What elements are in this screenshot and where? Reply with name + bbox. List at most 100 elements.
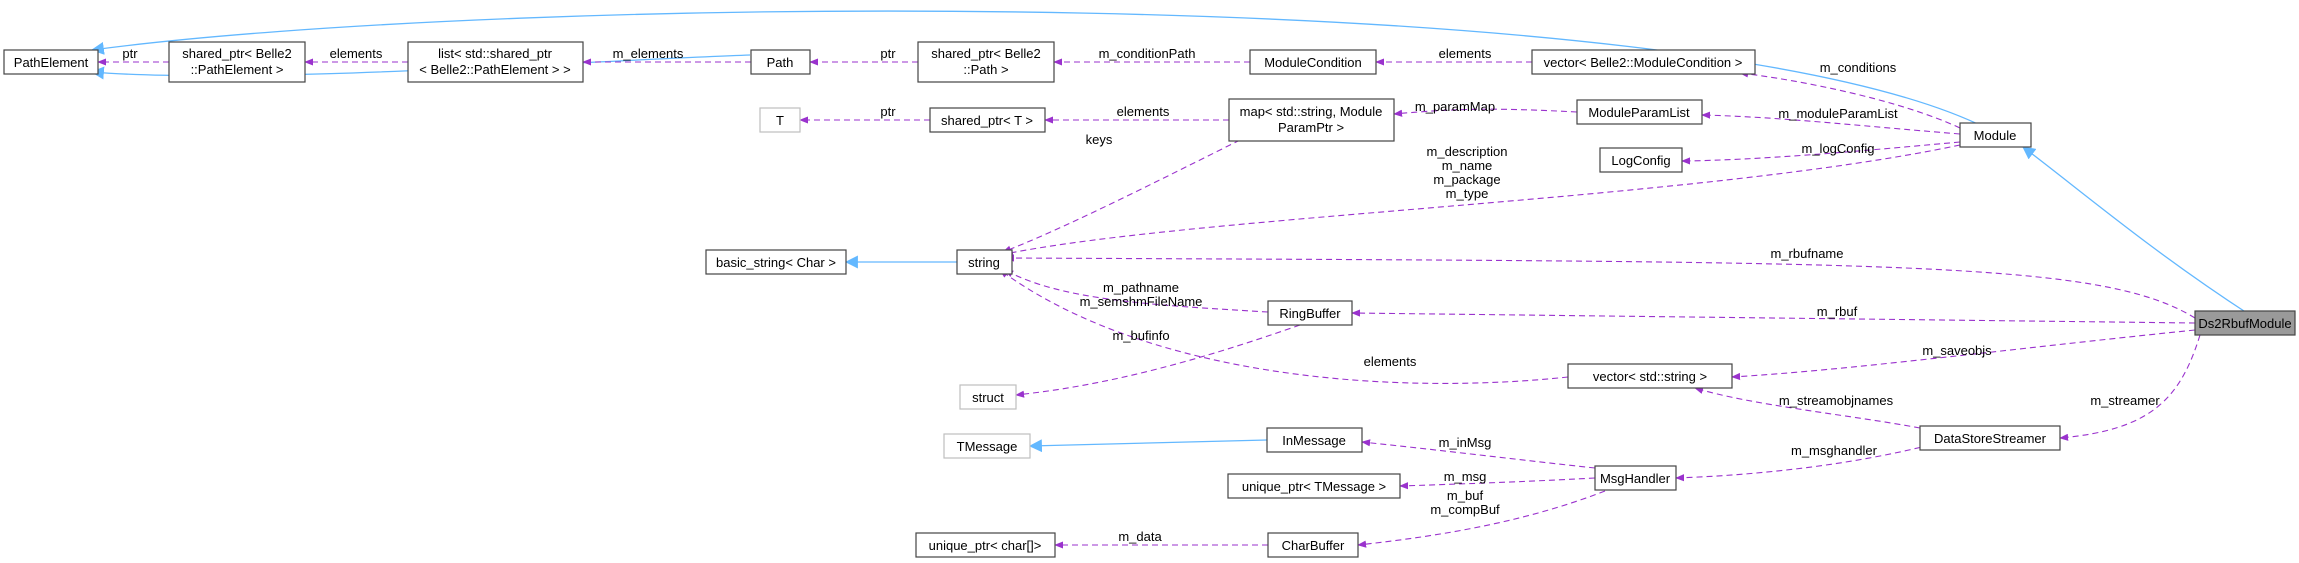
node-label: shared_ptr< Belle2 [182, 46, 292, 61]
node-list-shared-ptr[interactable]: list< std::shared_ptr < Belle2::PathElem… [407, 41, 584, 83]
node-basic-string[interactable]: basic_string< Char > [705, 249, 847, 275]
edge-labels: ptr elements m_elements ptr m_conditionP… [122, 46, 2160, 544]
edge-label: m_moduleParamList [1778, 106, 1898, 121]
edge-label: m_rbufname [1771, 246, 1844, 261]
node-path[interactable]: Path [750, 49, 811, 75]
node-shared-ptr-path[interactable]: shared_ptr< Belle2 ::Path > [917, 41, 1055, 83]
edge-inmessage-inherits-tmessage [1028, 439, 1268, 453]
node-vector-modulecondition[interactable]: vector< Belle2::ModuleCondition > [1531, 49, 1756, 75]
node-label: ::PathElement > [191, 62, 284, 77]
node-label: struct [972, 390, 1004, 405]
edge-module-inherits-pathelement [90, 10, 1991, 131]
node-label: basic_string< Char > [716, 255, 836, 270]
node-ds2rbufmodule[interactable]: Ds2RbufModule [2194, 310, 2296, 336]
node-label: Ds2RbufModule [2198, 316, 2291, 331]
edges [90, 10, 2251, 549]
node-shared-ptr-T[interactable]: shared_ptr< T > [929, 107, 1046, 133]
edge-msghandler-to-unique-ptr-tmessage [1399, 477, 1596, 490]
node-msghandler[interactable]: MsgHandler [1594, 465, 1677, 491]
edge-label: m_elements [613, 46, 684, 61]
node-label: shared_ptr< Belle2 [931, 46, 1041, 61]
edge-label: elements [1439, 46, 1492, 61]
node-map-module-param[interactable]: map< std::string, Module ParamPtr > [1228, 98, 1395, 142]
edge-label: m_inMsg [1439, 435, 1492, 450]
edge-label: elements [1364, 354, 1417, 369]
edge-label: m_buf [1447, 488, 1484, 503]
edge-label: m_paramMap [1415, 99, 1495, 114]
node-inmessage[interactable]: InMessage [1266, 427, 1363, 453]
node-datastorestreamer[interactable]: DataStoreStreamer [1919, 425, 2061, 451]
node-label: < Belle2::PathElement > > [419, 62, 570, 77]
node-logconfig[interactable]: LogConfig [1599, 147, 1683, 173]
node-label: map< std::string, Module [1240, 104, 1383, 119]
edge-ds2rbuf-to-ringbuffer [1351, 309, 2196, 324]
edge-datastorestreamer-to-vector-string [1694, 386, 1921, 429]
edge-ds2rbuf-to-string [1005, 254, 2196, 319]
edge-module-to-vector-modcond [1739, 70, 1961, 129]
node-ringbuffer[interactable]: RingBuffer [1267, 300, 1353, 326]
edge-module-to-string [1004, 144, 1961, 256]
edge-label: m_name [1442, 158, 1493, 173]
edge-label: keys [1086, 132, 1113, 147]
edge-map-to-string-keys [1002, 139, 1241, 253]
edge-vector-string-to-string [999, 269, 1569, 384]
node-unique-ptr-tmessage[interactable]: unique_ptr< TMessage > [1227, 473, 1401, 499]
edge-label: ptr [122, 46, 138, 61]
edge-module-to-moduleparamlist [1701, 111, 1961, 135]
edge-label: ptr [880, 46, 896, 61]
node-label: DataStoreStreamer [1934, 431, 2047, 446]
edge-ds2rbuf-to-datastorestreamer [2059, 334, 2201, 441]
node-struct[interactable]: struct [959, 384, 1017, 410]
edge-label: m_description [1427, 144, 1508, 159]
node-vector-string[interactable]: vector< std::string > [1567, 363, 1733, 389]
node-label: ParamPtr > [1278, 120, 1344, 135]
node-label: ::Path > [963, 62, 1008, 77]
node-label: unique_ptr< TMessage > [1242, 479, 1386, 494]
edge-label: m_rbuf [1817, 304, 1858, 319]
node-label: unique_ptr< char[]> [929, 538, 1042, 553]
edge-label: m_logConfig [1802, 141, 1875, 156]
edge-label: m_conditions [1820, 60, 1897, 75]
node-label: Module [1974, 128, 2017, 143]
node-charbuffer[interactable]: CharBuffer [1267, 532, 1359, 558]
node-label: MsgHandler [1600, 471, 1671, 486]
edge-label: elements [330, 46, 383, 61]
node-label: TMessage [957, 439, 1018, 454]
node-T[interactable]: T [759, 107, 801, 133]
edge-msghandler-to-inmessage [1361, 439, 1596, 469]
edge-label: m_msg [1444, 469, 1487, 484]
edge-label: ptr [880, 104, 896, 119]
edge-datastorestreamer-to-msghandler [1675, 444, 1931, 482]
edge-module-to-logconfig [1681, 141, 1961, 165]
node-pathelement[interactable]: PathElement [3, 49, 99, 75]
node-string[interactable]: string [956, 249, 1013, 275]
node-label: shared_ptr< T > [941, 113, 1033, 128]
node-label: CharBuffer [1282, 538, 1345, 553]
node-label: list< std::shared_ptr [438, 46, 552, 61]
node-module[interactable]: Module [1959, 122, 2032, 148]
node-label: T [776, 113, 784, 128]
edge-label: m_msghandler [1791, 443, 1878, 458]
node-tmessage[interactable]: TMessage [943, 433, 1031, 459]
node-shared-ptr-pathelement[interactable]: shared_ptr< Belle2 ::PathElement > [168, 41, 306, 83]
edge-label: m_pathname [1103, 280, 1179, 295]
nodes: PathElement shared_ptr< Belle2 ::PathEle… [3, 41, 2296, 558]
edge-label: m_data [1118, 529, 1162, 544]
edge-label: m_streamer [2090, 393, 2160, 408]
edge-msghandler-to-charbuffer [1357, 490, 1606, 548]
edge-ds2rbuf-to-vector-string [1731, 329, 2196, 381]
edge-label: m_type [1446, 186, 1489, 201]
node-label: LogConfig [1611, 153, 1670, 168]
edge-label: m_bufinfo [1112, 328, 1169, 343]
node-unique-ptr-char[interactable]: unique_ptr< char[]> [915, 532, 1056, 558]
node-label: ModuleCondition [1264, 55, 1362, 70]
edge-ringbuffer-to-struct [1015, 324, 1301, 398]
node-moduleparamlist[interactable]: ModuleParamList [1576, 99, 1703, 125]
node-label: vector< Belle2::ModuleCondition > [1544, 55, 1743, 70]
node-label: vector< std::string > [1593, 369, 1707, 384]
node-modulecondition[interactable]: ModuleCondition [1249, 49, 1377, 75]
node-label: InMessage [1282, 433, 1346, 448]
node-label: Path [767, 55, 794, 70]
edge-ringbuffer-to-string [1004, 269, 1269, 313]
